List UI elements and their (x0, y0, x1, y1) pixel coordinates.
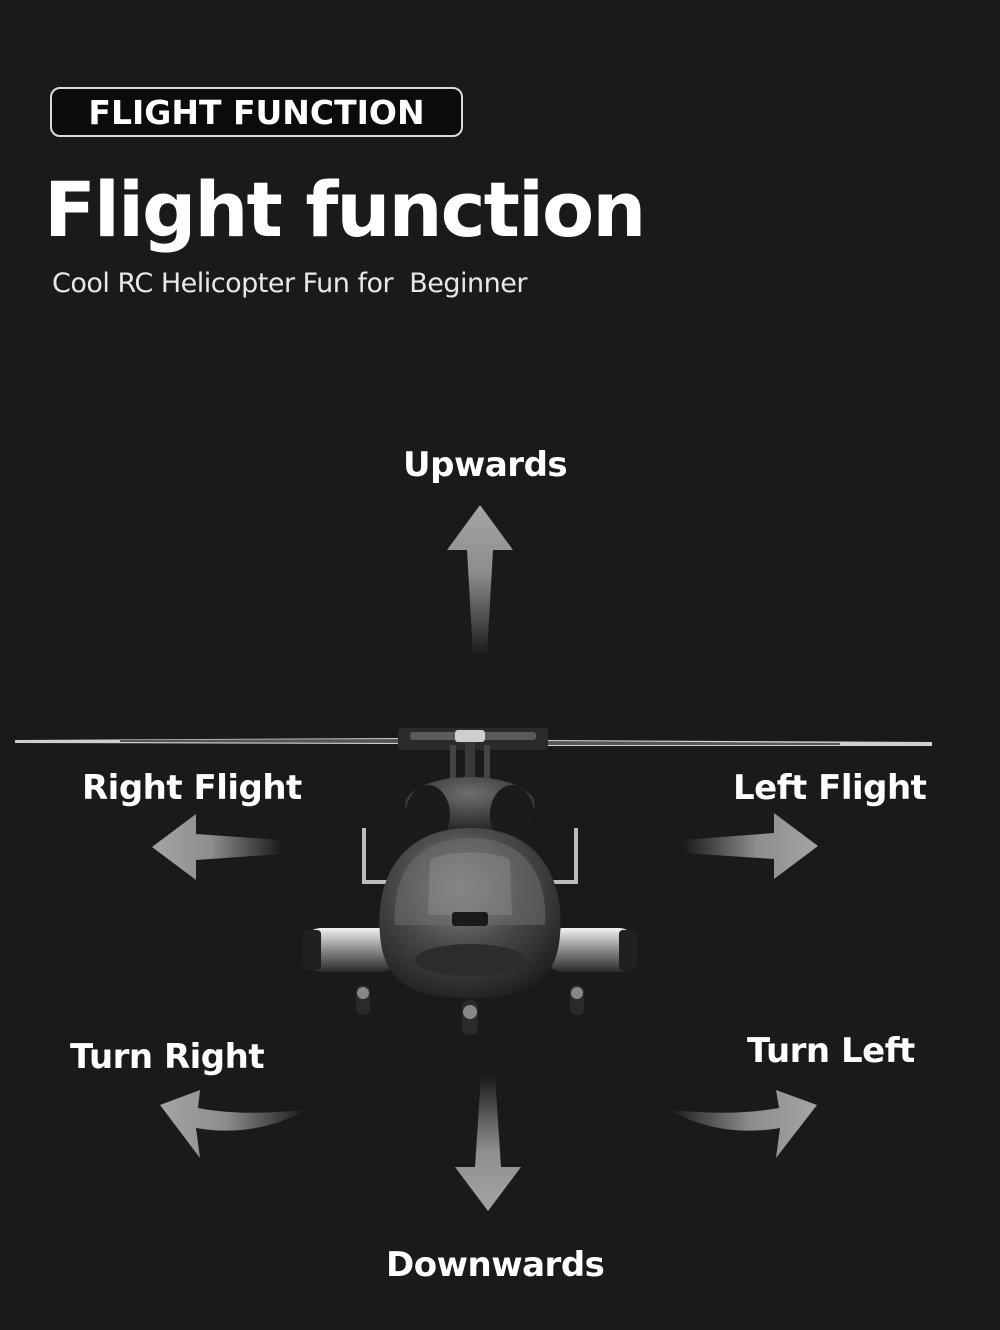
arrow-right-icon (683, 813, 818, 879)
helicopter-icon (15, 728, 932, 1035)
curved-arrow-left-icon (160, 1090, 305, 1158)
section-badge: FLIGHT FUNCTION (50, 87, 463, 137)
label-right-flight: Right Flight (82, 768, 302, 808)
arrow-down-icon (455, 1075, 521, 1211)
arrow-left-icon (152, 814, 282, 880)
label-downwards: Downwards (386, 1245, 605, 1285)
label-left-flight: Left Flight (733, 768, 927, 808)
section-badge-label: FLIGHT FUNCTION (88, 92, 425, 132)
label-upwards: Upwards (403, 445, 568, 485)
page-subtitle: Cool RC Helicopter Fun for Beginner (52, 268, 528, 299)
page-title: Flight function (44, 165, 646, 254)
label-turn-left: Turn Left (747, 1031, 915, 1071)
label-turn-right: Turn Right (70, 1037, 265, 1077)
arrow-up-icon (447, 505, 513, 655)
curved-arrow-right-icon (670, 1090, 817, 1158)
